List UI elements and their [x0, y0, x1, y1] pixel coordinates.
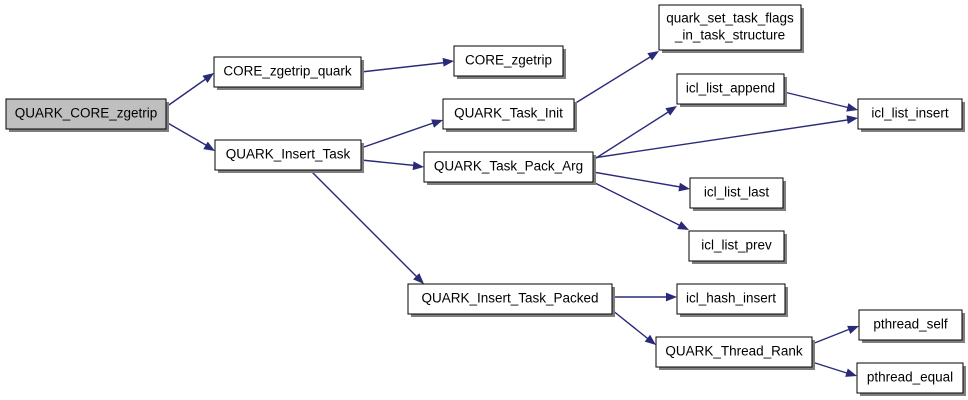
edge-quark_task_pack_arg-to-icl_list_prev	[592, 181, 689, 230]
node-quark_insert_task_packed[interactable]: QUARK_Insert_Task_Packed	[407, 283, 615, 317]
node-icl_list_prev[interactable]: icl_list_prev	[688, 230, 787, 264]
edge-arrowhead	[678, 182, 690, 192]
node-box[interactable]	[423, 151, 594, 183]
edge-arrowhead	[644, 334, 656, 345]
node-box[interactable]	[655, 336, 813, 368]
edge-line	[811, 326, 856, 345]
node-box[interactable]	[676, 283, 786, 315]
edge-arrowhead	[665, 106, 677, 116]
node-box[interactable]	[407, 283, 613, 315]
edge-quark_task_pack_arg-to-icl_list_insert	[592, 115, 858, 159]
node-icl_list_append[interactable]: icl_list_append	[676, 73, 787, 107]
node-box[interactable]	[857, 98, 963, 130]
node-label: pthread_self	[873, 317, 948, 332]
node-icl_list_last[interactable]: icl_list_last	[689, 177, 786, 211]
node-quark_task_init[interactable]: QUARK_Task_Init	[442, 98, 577, 132]
node-label: QUARK_Insert_Task	[226, 147, 351, 162]
node-quark_insert_task[interactable]: QUARK_Insert_Task	[214, 139, 364, 173]
edge-quark_task_init-to-quark_set_task_flags_in_task_structure	[573, 51, 659, 105]
node-box[interactable]	[858, 309, 963, 341]
edge-arrowhead	[845, 368, 857, 377]
node-label: pthread_equal	[867, 370, 953, 385]
edge-quark_insert_task_packed-to-icl_hash_insert	[612, 292, 677, 302]
node-icl_list_insert[interactable]: icl_list_insert	[857, 98, 965, 132]
edge-line	[783, 91, 855, 110]
edge-arrowhead	[431, 119, 443, 128]
node-label: QUARK_Thread_Rank	[665, 344, 803, 359]
edge-quark_insert_task_packed-to-quark_thread_rank	[611, 309, 656, 345]
edge-core_zgetrip_quark-to-core_zgetrip	[360, 57, 454, 73]
edge-line	[811, 361, 854, 376]
node-core_zgetrip[interactable]: CORE_zgetrip	[453, 45, 566, 79]
node-box[interactable]	[453, 45, 564, 77]
edge-quark_thread_rank-to-pthread_self	[811, 325, 859, 345]
edge-line	[573, 53, 656, 105]
edge-quark_task_pack_arg-to-icl_list_append	[592, 106, 677, 161]
node-icl_hash_insert[interactable]: icl_hash_insert	[676, 283, 788, 317]
edge-arrowhead	[846, 115, 858, 124]
edge-line	[360, 61, 451, 73]
edge-line	[165, 75, 211, 108]
edge-quark_insert_task-to-quark_task_pack_arg	[360, 159, 424, 171]
edge-arrowhead	[202, 73, 214, 83]
node-box[interactable]	[856, 362, 964, 394]
node-label: quark_set_task_flags	[666, 11, 794, 26]
node-box[interactable]	[689, 177, 784, 209]
edge-quark_insert_task-to-quark_task_init	[360, 119, 443, 149]
edge-quark_insert_task-to-quark_insert_task_packed	[309, 169, 424, 284]
edge-arrowhead	[647, 51, 659, 61]
edge-arrowhead	[846, 103, 858, 112]
edge-line	[611, 309, 653, 343]
edge-line	[360, 159, 421, 167]
node-quark_core_zgetrip[interactable]: QUARK_CORE_zgetrip	[5, 98, 169, 132]
node-label: icl_list_append	[686, 81, 775, 96]
node-label: CORE_zgetrip	[465, 53, 552, 68]
node-quark_set_task_flags_in_task_structure[interactable]: quark_set_task_flags _in_task_structure	[658, 4, 804, 53]
edge-arrowhead	[442, 57, 454, 67]
node-label: icl_list_prev	[701, 238, 772, 253]
edge-arrowhead	[847, 325, 859, 335]
node-box[interactable]	[5, 98, 167, 130]
edge-icl_list_append-to-icl_list_insert	[783, 91, 858, 112]
node-box[interactable]	[688, 230, 785, 262]
edge-line	[165, 121, 212, 149]
edge-arrowhead	[413, 273, 424, 284]
node-box[interactable]	[676, 73, 785, 105]
node-label: CORE_zgetrip_quark	[223, 64, 352, 79]
edge-arrowhead	[412, 161, 424, 171]
edge-quark_task_pack_arg-to-icl_list_last	[592, 171, 690, 192]
edge-arrowhead	[203, 141, 215, 151]
node-pthread_self[interactable]: pthread_self	[858, 309, 965, 343]
node-box[interactable]	[213, 56, 362, 88]
node-box[interactable]	[658, 4, 802, 51]
edge-quark_core_zgetrip-to-quark_insert_task	[165, 121, 215, 151]
node-label: icl_list_last	[704, 185, 770, 200]
edge-arrowhead	[666, 292, 677, 302]
edge-quark_thread_rank-to-pthread_equal	[811, 361, 857, 377]
edges-layer	[165, 51, 859, 377]
node-quark_thread_rank[interactable]: QUARK_Thread_Rank	[655, 336, 815, 370]
edge-quark_core_zgetrip-to-core_zgetrip_quark	[165, 73, 214, 108]
node-box[interactable]	[214, 139, 362, 171]
node-label: icl_list_insert	[871, 106, 949, 121]
node-pthread_equal[interactable]: pthread_equal	[856, 362, 966, 396]
edge-line	[592, 171, 687, 189]
node-label: icl_hash_insert	[686, 291, 776, 306]
node-label: QUARK_Task_Pack_Arg	[434, 159, 583, 174]
node-label: QUARK_Insert_Task_Packed	[421, 291, 598, 306]
edge-line	[592, 118, 855, 159]
edge-arrowhead	[677, 221, 689, 230]
node-quark_task_pack_arg[interactable]: QUARK_Task_Pack_Arg	[423, 151, 596, 185]
node-label: QUARK_Task_Init	[454, 106, 563, 121]
edge-line	[592, 181, 686, 229]
nodes-layer: QUARK_CORE_zgetrip CORE_zgetrip_quarkQUAR…	[5, 4, 966, 396]
node-core_zgetrip_quark[interactable]: CORE_zgetrip_quark	[213, 56, 364, 90]
edge-line	[592, 108, 674, 161]
node-box[interactable]	[442, 98, 575, 130]
edge-line	[309, 169, 421, 281]
node-label: _in_task_structure	[674, 28, 785, 43]
edge-line	[360, 120, 440, 149]
node-label: QUARK_CORE_zgetrip	[15, 106, 158, 121]
